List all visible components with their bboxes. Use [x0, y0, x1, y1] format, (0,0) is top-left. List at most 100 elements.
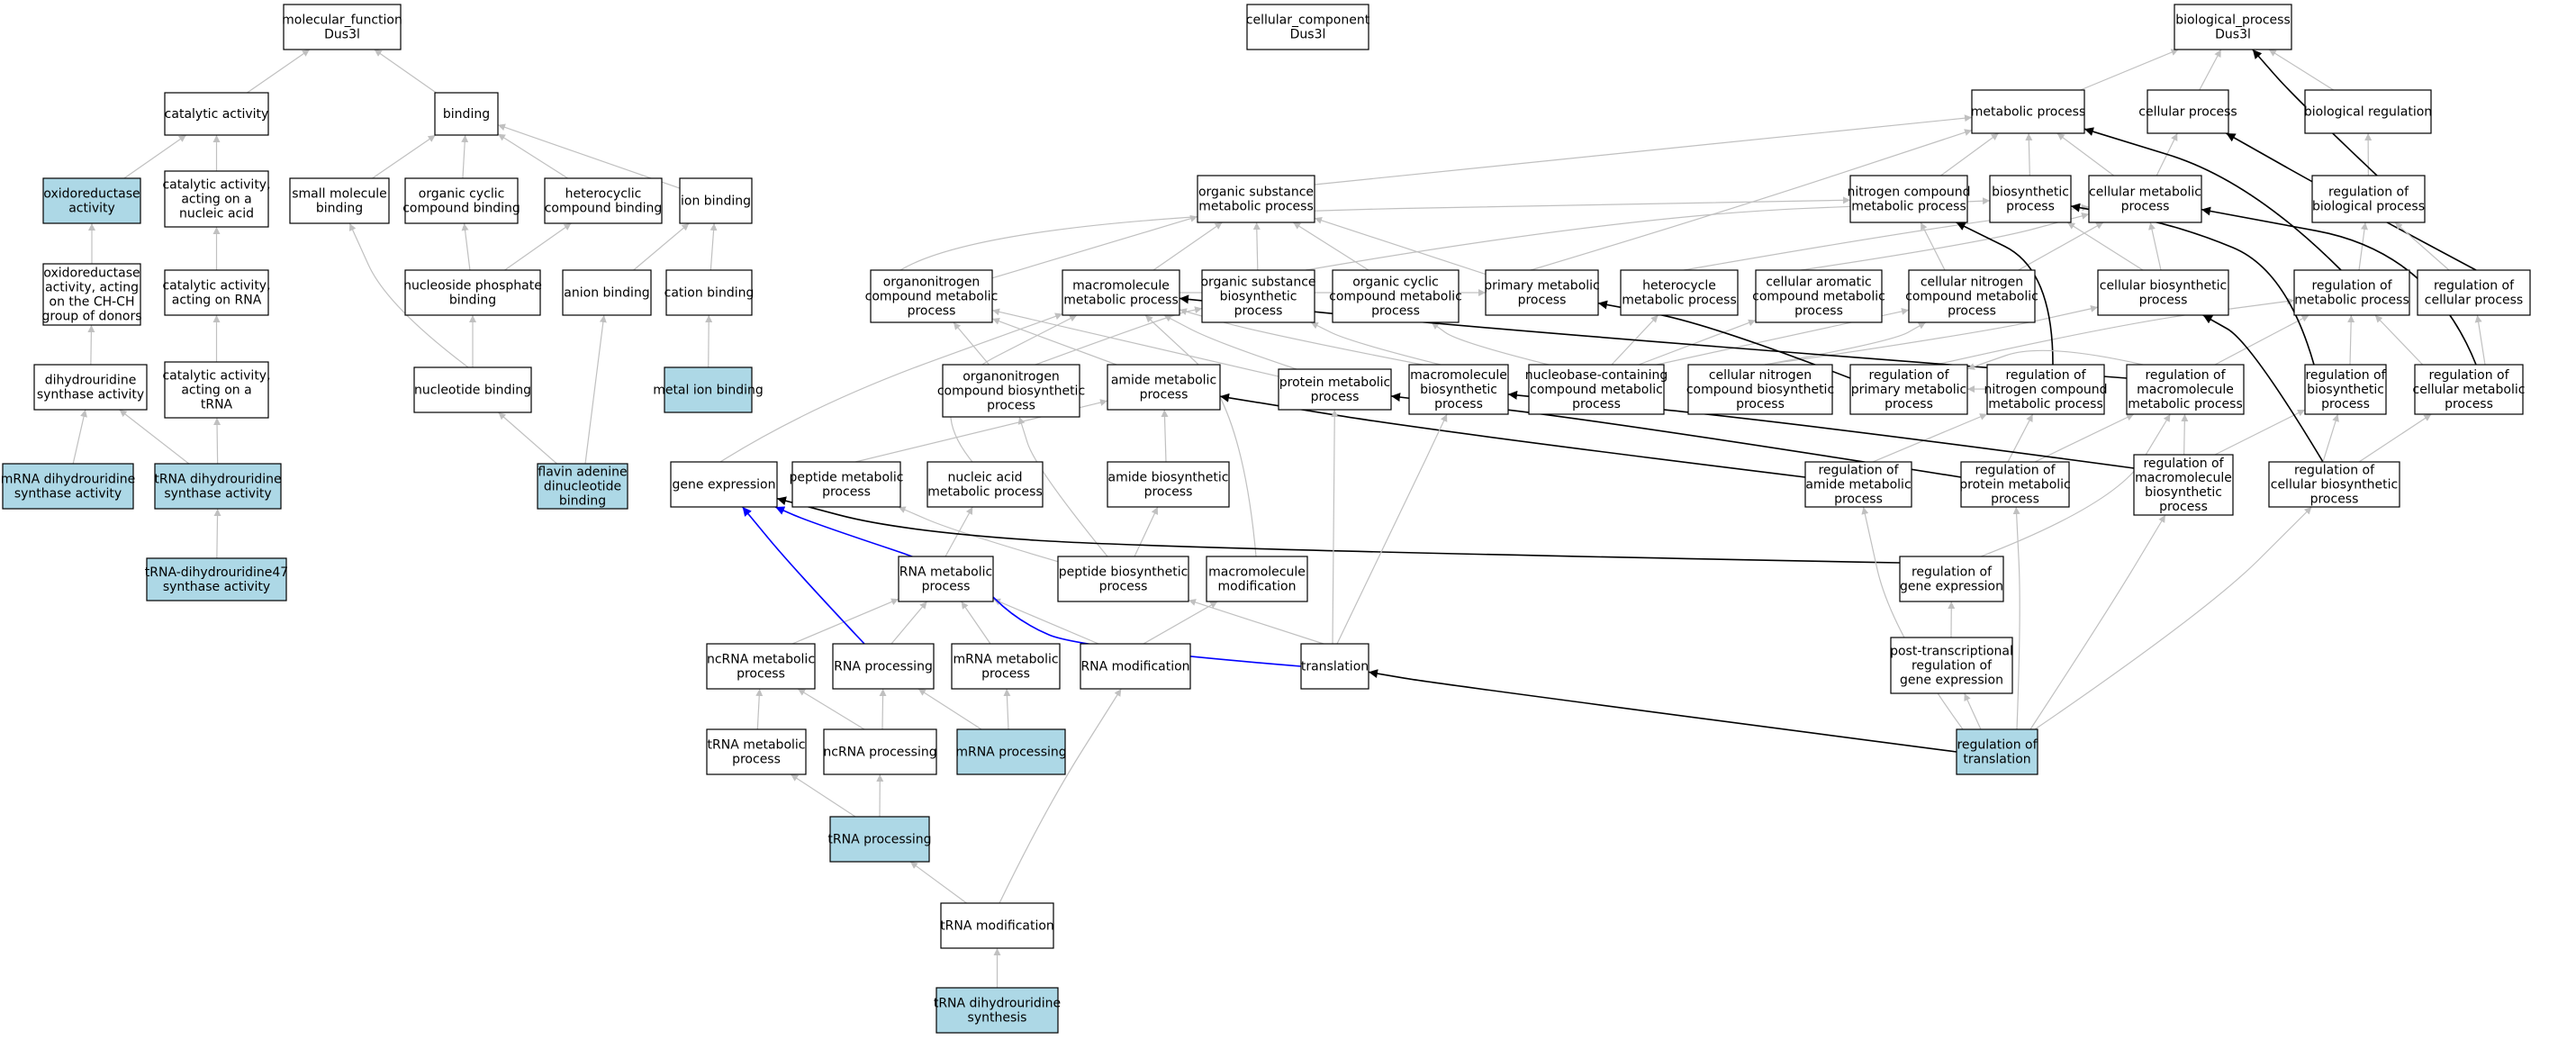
node-nucacid-label-line: metabolic process — [927, 484, 1043, 499]
node-hetcyc_bind-label-line: heterocyclic — [565, 186, 642, 201]
node-mrnamet-box — [951, 643, 1061, 690]
node-reg_macro_bs[interactable]: regulation ofmacromoleculebiosyntheticpr… — [2133, 454, 2234, 516]
node-amide-label-line: amide metabolic — [1111, 373, 1216, 387]
node-rnamod[interactable]: RNA modification — [1080, 643, 1191, 690]
node-nucbase-label-line: compound metabolic — [1530, 383, 1663, 397]
edge-cellmet-to-metab — [2056, 132, 2115, 176]
node-reg_macro-label-line: macromolecule — [2137, 383, 2234, 397]
node-anion[interactable]: anion binding — [562, 269, 652, 316]
node-metab[interactable]: metabolic process — [1971, 89, 2086, 134]
edge-nitrogen-to-metab — [1940, 132, 2000, 176]
node-trnamet-label-line: tRNA metabolic — [708, 737, 806, 752]
edge-orgsub-to-metab — [1314, 114, 1973, 185]
node-macro_bs-label-line: process — [1434, 397, 1483, 411]
node-bioreg[interactable]: biological regulation — [2304, 89, 2432, 134]
node-mrnaproc[interactable]: mRNA processing — [955, 728, 1067, 775]
node-trnaproc[interactable]: tRNA processing — [827, 816, 932, 863]
node-ionbind[interactable]: ion binding — [679, 177, 753, 224]
node-binding-label-line: binding — [443, 107, 490, 122]
edge-macro_bs-to-orgsub_bs — [1310, 321, 1442, 366]
node-cation[interactable]: cation binding — [664, 269, 755, 316]
node-reg_met-label-line: metabolic process — [2294, 293, 2409, 307]
node-geneexp[interactable]: gene expression — [670, 461, 778, 508]
node-posttrans-label-line: gene expression — [1900, 673, 2003, 687]
node-ncrnaproc[interactable]: ncRNA processing — [823, 728, 937, 775]
node-bp-box — [2174, 4, 2292, 50]
node-cat_rna[interactable]: catalytic activity,acting on RNA — [162, 269, 271, 316]
node-nucbind[interactable]: nucleotide binding — [413, 366, 532, 413]
node-reg_macro-box — [2126, 364, 2245, 415]
node-cellproc[interactable]: cellular process — [2138, 89, 2237, 134]
node-ionbind-label-line: ion binding — [681, 194, 751, 208]
node-catalytic[interactable]: catalytic activity — [164, 92, 269, 136]
node-metalion-box — [664, 366, 753, 413]
node-translation[interactable]: translation — [1300, 643, 1369, 690]
node-reg_macro_bs-label-line: biosynthetic — [2145, 485, 2222, 500]
node-binding[interactable]: binding — [434, 92, 499, 136]
node-rnaproc[interactable]: RNA processing — [832, 643, 935, 690]
node-metalion[interactable]: metal ion binding — [653, 366, 764, 413]
node-trnamod[interactable]: tRNA modification — [940, 902, 1054, 949]
node-macro_bs-label-line: macromolecule — [1410, 368, 1507, 383]
